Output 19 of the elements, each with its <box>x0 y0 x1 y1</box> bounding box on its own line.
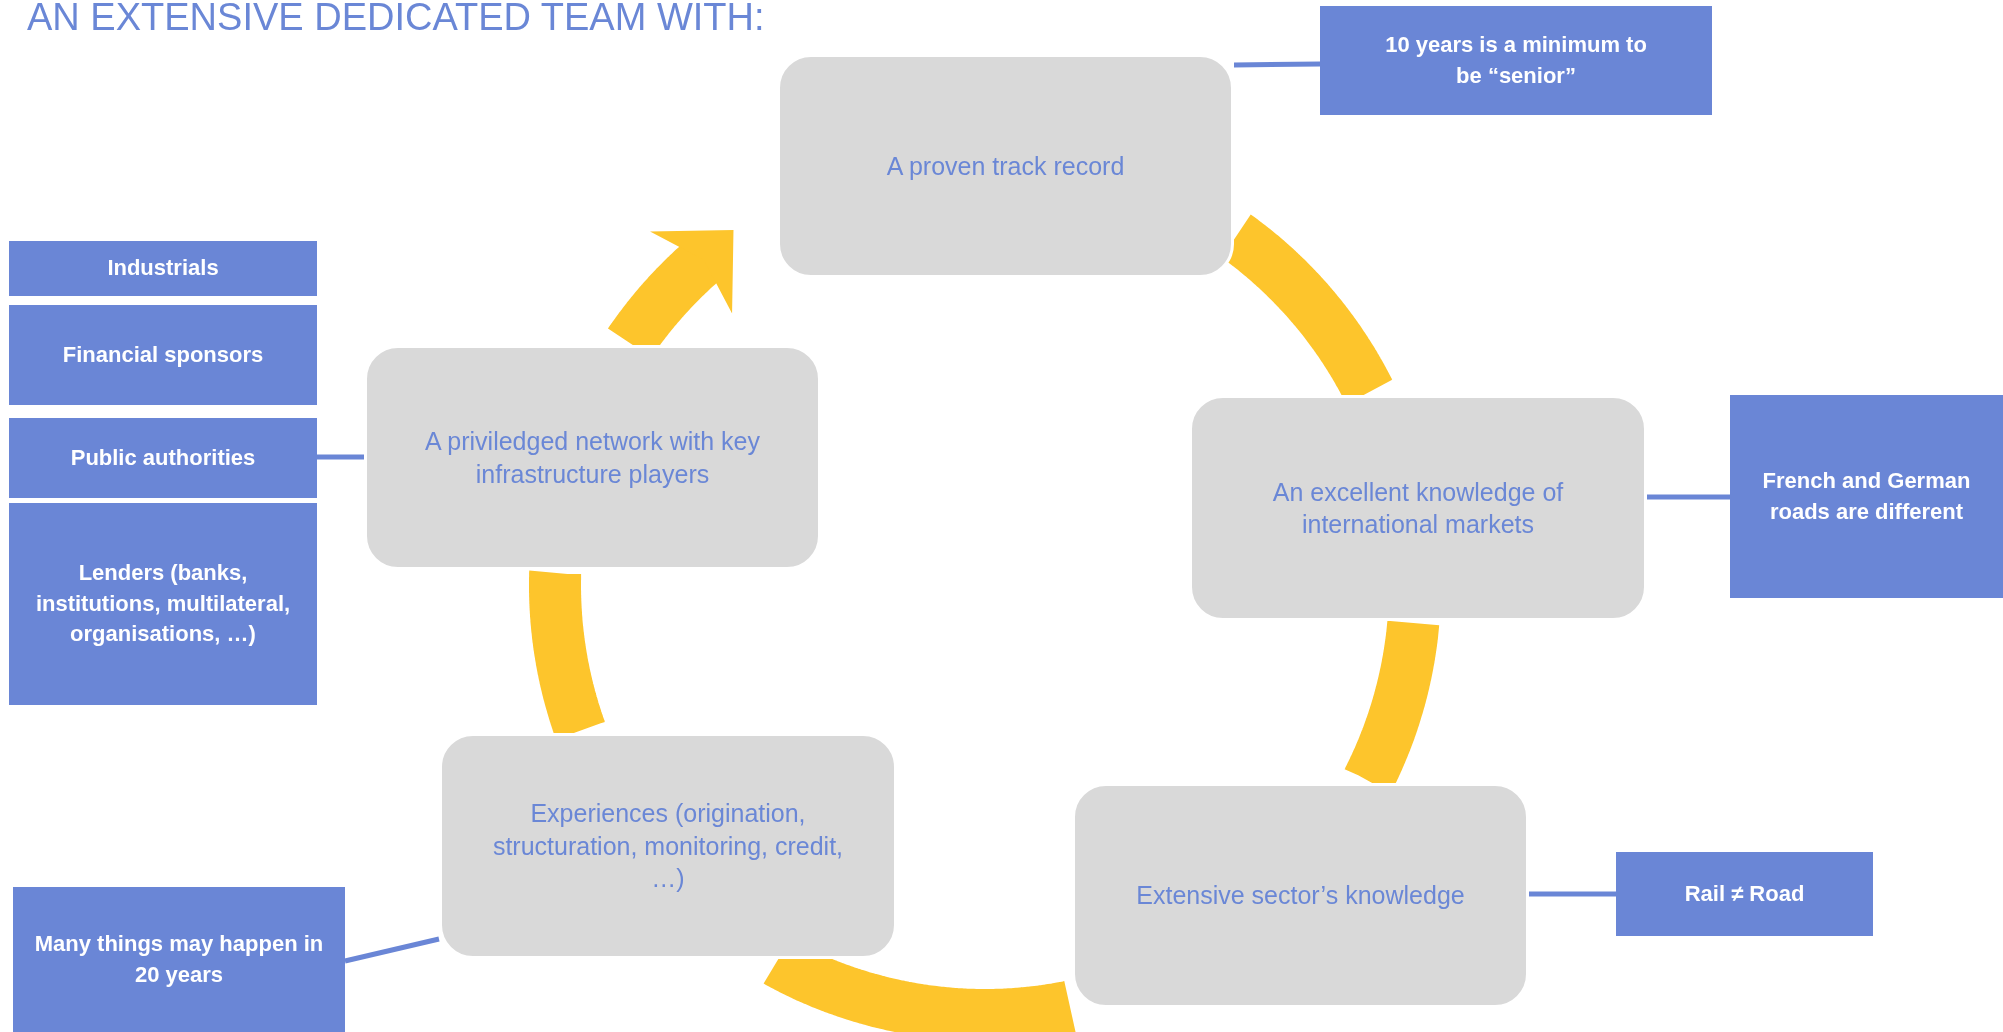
topic-box: Experiences (origination, structuration, monitoring, credit, …) <box>439 733 897 959</box>
topic-box: A proven track record <box>777 54 1234 278</box>
leader-line <box>1647 494 1730 500</box>
topic-box: A priviledged network with key infrastructure players <box>364 345 821 570</box>
leader-line <box>1529 891 1616 897</box>
note-box: Rail ≠ Road <box>1616 852 1873 936</box>
topic-box: An excellent knowledge of international markets <box>1189 395 1647 621</box>
note-box: Many things may happen in 20 years <box>13 887 345 1032</box>
leader-line <box>317 454 364 460</box>
note-box: Public authorities <box>9 418 317 498</box>
note-box: Financial sponsors <box>9 305 317 405</box>
note-box: Lenders (banks, institutions, multilateral, organisations, …) <box>9 503 317 705</box>
note-box: 10 years is a minimum to be “senior” <box>1320 6 1712 115</box>
note-box: French and German roads are different <box>1730 395 2003 598</box>
leader-line <box>1233 61 1321 68</box>
title: AN EXTENSIVE DEDICATED TEAM WITH: <box>27 0 765 39</box>
leader-line <box>344 936 440 964</box>
note-box: Industrials <box>9 241 317 296</box>
topic-box: Extensive sector’s knowledge <box>1072 783 1529 1008</box>
